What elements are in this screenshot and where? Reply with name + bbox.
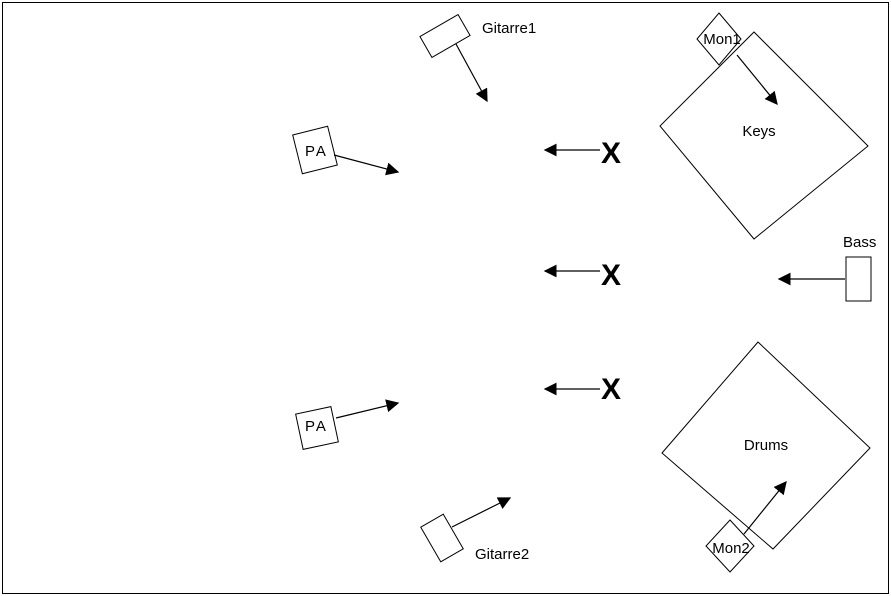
- gitarre1-amp: [419, 13, 488, 103]
- drums-riser: [661, 341, 871, 550]
- pa-bottom-direction-arrow: [335, 399, 400, 419]
- keys-riser: [659, 31, 869, 240]
- drums-label: Drums: [744, 437, 788, 454]
- keys-label: Keys: [742, 123, 775, 140]
- pa-top-direction-arrow: [333, 154, 400, 176]
- pa-bottom-label: PA: [305, 418, 328, 435]
- position-middle-marker: X: [601, 259, 621, 292]
- gitarre2-amp: [420, 497, 512, 563]
- gitarre1-label: Gitarre1: [482, 20, 536, 37]
- mon2-label: Mon2: [712, 540, 750, 557]
- gitarre2-direction-arrow: [451, 497, 512, 528]
- gitarre1-direction-arrow: [455, 43, 488, 103]
- pa-bottom-speaker: [295, 399, 400, 450]
- pa-top-speaker: [292, 125, 400, 176]
- gitarre2-label: Gitarre2: [475, 546, 529, 563]
- mon1-monitor: [696, 12, 778, 106]
- mon2-monitor: [705, 480, 787, 573]
- bass-amp: [845, 256, 872, 302]
- bass-label: Bass: [843, 234, 876, 251]
- mon2-direction-arrow: [743, 480, 787, 535]
- pa-top-label: PA: [305, 143, 328, 160]
- mon1-direction-arrow: [736, 54, 778, 106]
- mon1-label: Mon1: [703, 31, 741, 48]
- position-top-marker: X: [601, 137, 621, 170]
- position-bottom-marker: X: [601, 373, 621, 406]
